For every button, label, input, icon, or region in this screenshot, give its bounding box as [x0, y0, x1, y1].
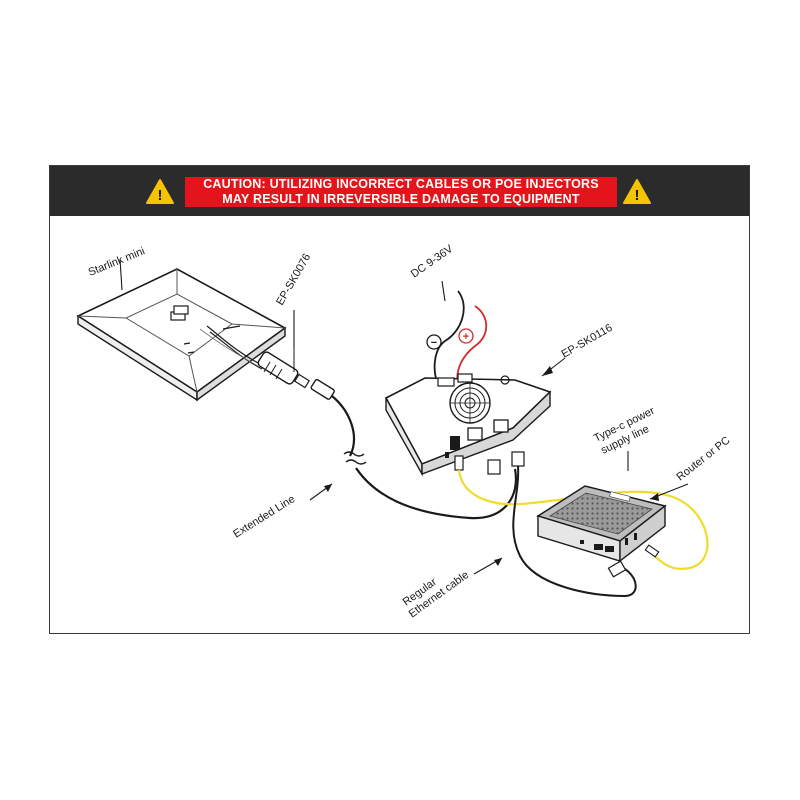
dc-power-wires [433, 290, 488, 385]
label-router-or-pc: Router or PC [674, 434, 732, 483]
positive-symbol: + [463, 331, 469, 343]
extended-line-cable [331, 395, 517, 520]
negative-symbol: − [431, 337, 437, 349]
warning-icon-right: ! [623, 179, 651, 204]
negative-terminal: − [426, 334, 442, 350]
warning-icon-left: ! [146, 179, 174, 204]
label-dc-voltage: DC 9-36V [409, 243, 456, 281]
caution-message: CAUTION: UTILIZING INCORRECT CABLES OR P… [185, 177, 617, 207]
ep-sk0076-adapter [257, 348, 335, 400]
ethernet-cable [512, 465, 637, 598]
caution-banner: ! CAUTION: UTILIZING INCORRECT CABLES OR… [50, 166, 749, 216]
callout-arrowheads [324, 366, 659, 566]
svg-text:!: ! [158, 187, 163, 204]
svg-text:!: ! [635, 187, 640, 204]
label-starlink-mini: Starlink mini [87, 245, 147, 279]
label-ep-sk0076: EP-SK0076 [274, 252, 313, 308]
positive-terminal: + [458, 328, 474, 344]
typec-power-cable [457, 469, 709, 570]
starlink-mini-dish [76, 268, 287, 402]
caution-line-1: CAUTION: UTILIZING INCORRECT CABLES OR P… [203, 177, 599, 191]
diagram-frame: − + [49, 165, 750, 634]
ep-sk0116-device [384, 373, 552, 477]
label-ep-sk0116: EP-SK0116 [560, 322, 615, 361]
cable-break-mark [343, 451, 367, 465]
caution-line-2: MAY RESULT IN IRREVERSIBLE DAMAGE TO EQU… [222, 192, 580, 206]
router-device [536, 485, 667, 563]
diagram-canvas: − + [76, 243, 732, 620]
dish-cable [199, 325, 263, 370]
label-extended-line: Extended Line [231, 493, 297, 540]
